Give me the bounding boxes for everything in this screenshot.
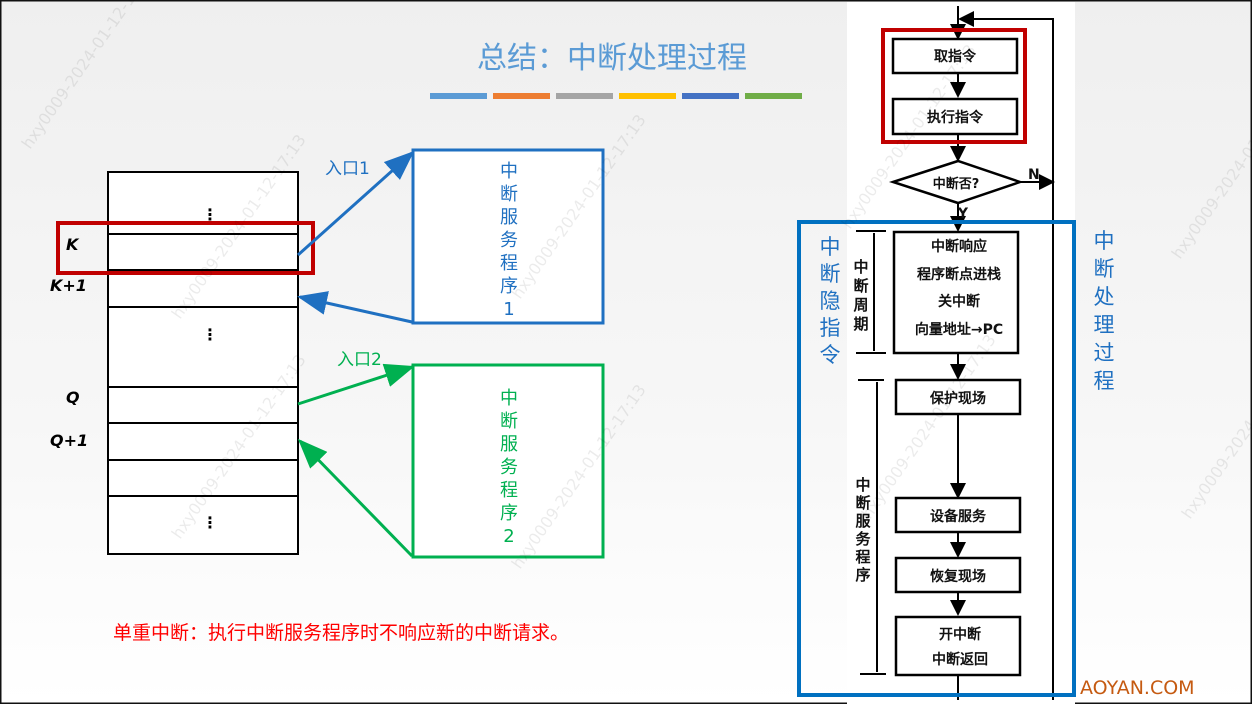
accent-bar xyxy=(493,93,550,99)
decision-diamond xyxy=(888,159,1024,205)
label-char: 程 xyxy=(855,548,870,566)
ellipsis-dots: ⋮ xyxy=(202,513,218,532)
label-char: 中 xyxy=(500,388,518,409)
label-char: 程 xyxy=(500,253,518,274)
watermark-text: hxy0009-2024-01-12-17:13 xyxy=(18,0,160,152)
accent-bar xyxy=(682,93,739,99)
isr-label: 中断服务程序 xyxy=(855,476,871,584)
restore-context-box xyxy=(894,556,1022,594)
label-char: 隐 xyxy=(820,289,841,313)
isr2-box xyxy=(411,363,605,559)
label-char: 序 xyxy=(500,276,518,297)
label-char: 务 xyxy=(855,530,871,548)
entry2-arrow xyxy=(297,363,415,406)
label-char: 中 xyxy=(500,161,518,182)
fetch-box xyxy=(891,37,1019,75)
label-char: 周 xyxy=(853,296,868,314)
watermark-text: hxy0009-2024-01-12-17:13 xyxy=(1178,331,1252,522)
label-char: 中 xyxy=(820,235,841,259)
label-char: 断 xyxy=(855,494,870,512)
single-interrupt-note: 单重中断：执行中断服务程序时不响应新的中断请求。 xyxy=(113,622,569,644)
execute-box xyxy=(891,97,1019,136)
entry2-label: 入口2 xyxy=(337,350,382,370)
accent-bar xyxy=(556,93,613,99)
save-context-box xyxy=(894,378,1022,416)
device-label: 设备服务 xyxy=(930,508,987,525)
watermark-text: hxy0009-2024-01-12-17:13 xyxy=(1168,71,1252,262)
accent-bar xyxy=(619,93,676,99)
label-char: 中 xyxy=(1094,229,1115,253)
footer-brand: AOYAN.COM xyxy=(1080,677,1195,699)
label-char: 处 xyxy=(1094,285,1115,309)
memory-stack xyxy=(107,171,299,555)
decision-label: 中断否? xyxy=(933,176,980,192)
ellipsis-dots: ⋮ xyxy=(202,325,218,344)
cycle-line: 中断响应 xyxy=(931,238,987,255)
fetch-label: 取指令 xyxy=(934,48,977,65)
label-char: 1 xyxy=(503,299,514,320)
label-char: 程 xyxy=(500,480,518,501)
label-char: 断 xyxy=(500,411,518,432)
return-line: 中断返回 xyxy=(932,651,988,668)
label-char: 过 xyxy=(1094,341,1115,365)
label-char: 指 xyxy=(820,316,841,340)
label-char: 断 xyxy=(500,184,518,205)
fetch-execute-highlight xyxy=(881,28,1027,144)
address-label-k: K xyxy=(66,235,80,254)
label-char: 2 xyxy=(503,526,514,547)
return2-arrow xyxy=(297,438,414,558)
label-char: 程 xyxy=(1094,369,1115,393)
no-label: N xyxy=(1028,167,1040,183)
entry1-label: 入口1 xyxy=(325,159,370,179)
slide-title: 总结：中断处理过程 xyxy=(477,41,747,76)
return-box xyxy=(894,615,1022,677)
label-char: 中 xyxy=(855,476,870,494)
save-label: 保护现场 xyxy=(929,390,986,407)
accent-bar xyxy=(430,93,487,99)
label-char: 服 xyxy=(855,512,871,530)
address-label-k1: K+1 xyxy=(50,276,87,295)
label-char: 断 xyxy=(820,262,841,286)
label-char: 序 xyxy=(855,566,870,584)
flowchart-shapes xyxy=(888,37,1024,677)
yes-label: Y xyxy=(957,206,969,222)
cycle-line: 程序断点进栈 xyxy=(917,266,1001,283)
label-char: 务 xyxy=(500,230,518,251)
address-label-q: Q xyxy=(66,388,80,407)
restore-label: 恢复现场 xyxy=(930,568,986,585)
device-service-box xyxy=(894,496,1022,534)
accent-bars xyxy=(430,93,802,99)
isr1-box xyxy=(411,148,605,325)
interrupt-cycle-box xyxy=(892,230,1020,355)
interrupt-process-highlight xyxy=(797,220,1076,697)
label-char: 务 xyxy=(500,457,518,478)
label-char: 中 xyxy=(853,258,868,276)
address-label-q1: Q+1 xyxy=(50,431,88,450)
label-char: 期 xyxy=(853,315,868,333)
process-label: 中断处理过程 xyxy=(1094,229,1115,393)
execute-label: 执行指令 xyxy=(927,109,984,126)
entry1-arrow xyxy=(296,150,415,257)
memory-block xyxy=(107,171,299,555)
cycle-line: 关中断 xyxy=(938,293,980,310)
label-char: 服 xyxy=(500,434,518,455)
label-char: 理 xyxy=(1094,313,1115,337)
label-char: 断 xyxy=(1094,257,1115,281)
label-char: 断 xyxy=(853,277,868,295)
ellipsis-dots: ⋮ xyxy=(202,205,218,224)
return-line: 开中断 xyxy=(939,626,981,643)
label-char: 令 xyxy=(820,343,841,367)
cycle-line: 向量地址→PC xyxy=(915,321,1003,338)
accent-bar xyxy=(745,93,802,99)
label-char: 序 xyxy=(500,503,518,524)
highlight-k-box xyxy=(56,221,315,275)
return1-arrow xyxy=(297,291,413,324)
label-char: 服 xyxy=(500,207,518,228)
